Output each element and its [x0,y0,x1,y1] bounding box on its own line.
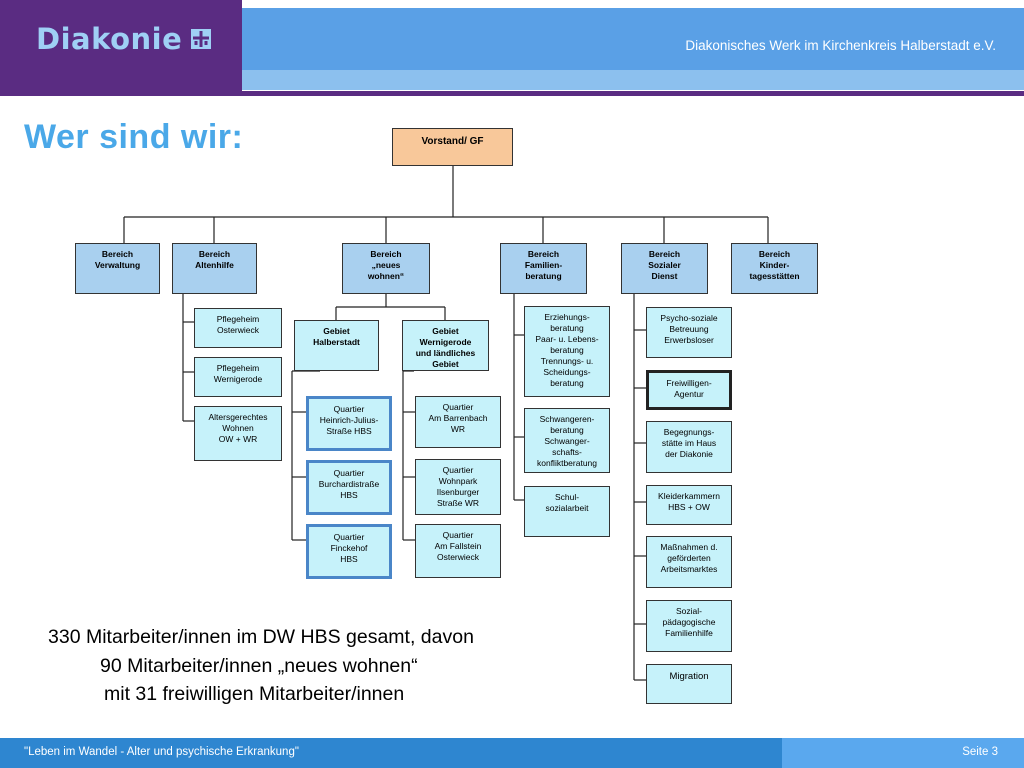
footer-right-bar [782,738,1024,768]
box-migration: Migration [646,664,732,704]
box-bereich-verwaltung: Bereich Verwaltung [75,243,160,294]
box-vorstand: Vorstand/ GF [392,128,513,166]
header-right-band [242,70,1024,90]
summary-line-2: 90 Mitarbeiter/innen „neues wohnen“ [100,655,418,677]
box-quartier-barrenbach: Quartier Am Barrenbach WR [415,396,501,448]
box-gebiet-wernigerode: Gebiet Wernigerode und ländliches Gebiet [402,320,489,371]
box-schwangerenberatung: Schwangeren- beratung Schwanger- schafts… [524,408,610,473]
footer-left-bar [0,738,782,768]
box-pflegeheim-osterwieck: Pflegeheim Osterwieck [194,308,282,348]
box-kleiderkammern: Kleiderkammern HBS + OW [646,485,732,525]
box-altersgerechtes-wohnen: Altersgerechtes Wohnen OW + WR [194,406,282,461]
box-sozialpaedagogische-familienhilfe: Sozial- pädagogische Familienhilfe [646,600,732,652]
box-bereich-familienberatung: Bereich Familien- beratung [500,243,587,294]
box-quartier-burchardistrasse: Quartier Burchardistraße HBS [306,460,392,515]
box-psycho-soziale-betreuung: Psycho-soziale Betreuung Erwerbsloser [646,307,732,358]
footer-text: "Leben im Wandel - Alter und psychische … [24,746,299,758]
box-schulsozialarbeit: Schul- sozialarbeit [524,486,610,537]
box-quartier-fallstein: Quartier Am Fallstein Osterwieck [415,524,501,578]
box-gebiet-halberstadt: Gebiet Halberstadt [294,320,379,371]
box-bereich-altenhilfe: Bereich Altenhilfe [172,243,257,294]
diakonie-logo: Diakonie [36,22,183,56]
summary-line-1: 330 Mitarbeiter/innen im DW HBS gesamt, … [48,626,474,648]
page-number: Seite 3 [962,746,998,758]
organization-name: Diakonisches Werk im Kirchenkreis Halber… [685,38,996,53]
summary-line-3: mit 31 freiwilligen Mitarbeiter/innen [104,683,405,705]
box-erziehungsberatung: Erziehungs- beratung Paar- u. Lebens- be… [524,306,610,397]
box-pflegeheim-wernigerode: Pflegeheim Wernigerode [194,357,282,397]
box-bereich-kindertagesstaetten: Bereich Kinder- tagesstätten [731,243,818,294]
box-bereich-sozialer-dienst: Bereich Sozialer Dienst [621,243,708,294]
box-bereich-neues-wohnen: Bereich „neues wohnen“ [342,243,430,294]
header-divider [0,91,1024,96]
box-quartier-heinrich-julius: Quartier Heinrich-Julius- Straße HBS [306,396,392,451]
box-quartier-finckehof: Quartier Finckehof HBS [306,524,392,579]
box-quartier-wohnpark: Quartier Wohnpark Ilsenburger Straße WR [415,459,501,515]
diakonie-cross-icon [191,29,211,49]
box-begegnungsstaette: Begegnungs- stätte im Haus der Diakonie [646,421,732,473]
page-title: Wer sind wir: [24,118,244,156]
org-chart-connectors [123,166,769,681]
box-massnahmen-arbeitsmarkt: Maßnahmen d. geförderten Arbeitsmarktes [646,536,732,588]
box-freiwilligen-agentur: Freiwilligen- Agentur [646,370,732,410]
header-right-panel [242,8,1024,70]
